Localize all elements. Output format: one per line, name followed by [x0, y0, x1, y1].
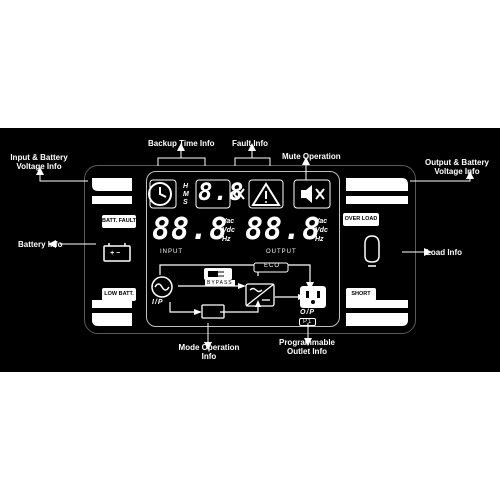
fault-box [248, 179, 284, 209]
mute-box [293, 179, 331, 209]
clock-icon [148, 182, 172, 206]
arrow-programmable-outlet [304, 338, 312, 346]
input-unit-vac: Vac [222, 218, 235, 225]
ac-source-icon [151, 276, 173, 298]
battery-icon [103, 243, 131, 262]
bypass-label: BYPASS [205, 280, 235, 286]
battery-bar-3 [92, 300, 132, 308]
inverter-icon [245, 283, 275, 307]
annotation-mute: Mute Operation [282, 152, 341, 161]
arrow-mute [302, 157, 310, 165]
battery-bar-4 [92, 313, 132, 326]
output-unit-hz: Hz [315, 236, 324, 243]
output-label: OUTPUT [266, 249, 297, 255]
annotation-battery: Battery Info [18, 240, 63, 249]
short-label: SHORT [346, 288, 376, 301]
time-unit-m: M [183, 191, 189, 198]
ip-label: I/P [152, 299, 164, 306]
input-label: INPUT [160, 249, 183, 255]
connector-output-battery-voltage [410, 178, 471, 182]
arrow-backup-time [177, 143, 185, 151]
arrow-fault [248, 143, 256, 151]
load-level-bars [346, 178, 408, 326]
double-chevron-icon [232, 188, 245, 200]
output-digits: 88.8 [245, 212, 322, 247]
load-bulb-icon [364, 235, 380, 267]
annotation-input-battery-voltage: Input & Battery Voltage Info [10, 153, 68, 171]
input-digits: 88.8 [152, 212, 229, 247]
clock-box [149, 179, 177, 209]
op-label: O/P [300, 309, 316, 316]
p1-label: P1 [299, 318, 317, 326]
load-bar-1 [346, 178, 408, 191]
plug-icon [204, 268, 232, 280]
annotation-fault: Fault Info [232, 139, 268, 148]
input-unit-hz: Hz [222, 236, 231, 243]
time-digits-box [195, 179, 231, 209]
annotation-load: Load Info [426, 248, 462, 257]
arrow-input-battery-voltage [36, 167, 44, 175]
connector-fault [234, 157, 271, 166]
eco-box [253, 262, 289, 273]
fault-triangle-icon [251, 182, 281, 206]
low-batt-label: LOW BATT. [102, 288, 136, 301]
mute-speaker-icon [301, 185, 325, 203]
arrow-output-battery-voltage [466, 171, 474, 179]
arrow-load [424, 248, 432, 256]
connector-backup-time [157, 157, 206, 166]
mode-battery-icon [201, 304, 225, 319]
annotation-backup-time: Backup Time Info [148, 139, 215, 148]
eco-label: ECO [264, 263, 281, 269]
time-unit-h: H [183, 183, 189, 190]
output-unit-vdc: Vdc [315, 227, 328, 234]
battery-bar-1 [92, 178, 132, 191]
annotation-mode-operation: Mode Operation Info [178, 343, 240, 361]
annotation-output-battery-voltage: Output & Battery Voltage Info [425, 158, 489, 176]
battery-symbol: + − [110, 250, 121, 257]
time-digits: 8.8 [198, 178, 245, 206]
load-bar-3 [346, 300, 408, 308]
input-unit-vdc: Vdc [222, 227, 235, 234]
battery-level-bars [92, 178, 132, 326]
connector-input-battery-voltage [39, 174, 88, 182]
output-unit-vac: Vac [315, 218, 328, 225]
battery-bar-2 [92, 196, 132, 204]
outlet-icon [300, 286, 326, 308]
over-load-label: OVER LOAD [343, 213, 379, 226]
arrow-battery [48, 240, 56, 248]
mode-flow-lines [159, 264, 311, 313]
load-bar-4 [346, 313, 408, 326]
batt-fault-label: BATT. FAULT [102, 215, 136, 228]
time-unit-s: S [183, 199, 188, 206]
load-bar-2 [346, 196, 408, 204]
lcd-mode-area-frame [146, 171, 340, 327]
arrow-mode-operation [204, 342, 212, 350]
